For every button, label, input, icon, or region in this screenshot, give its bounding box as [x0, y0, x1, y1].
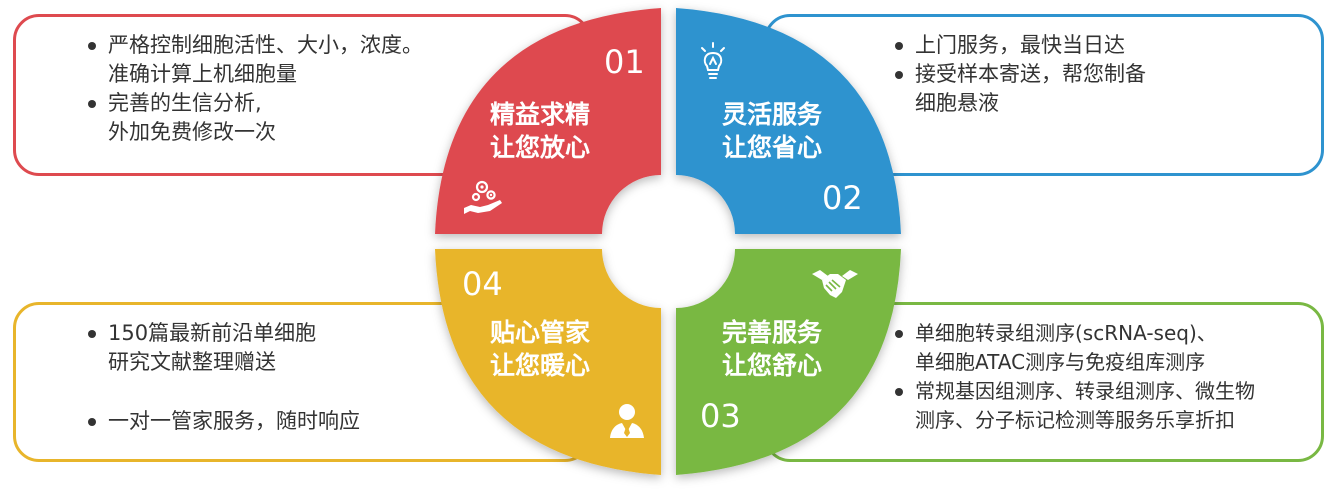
bullet-item: 一对一管家服务，随时响应 — [86, 407, 360, 436]
bullet-line: 完善的生信分析, — [108, 91, 262, 115]
title-line: 让您放心 — [490, 133, 591, 162]
quadrant-red — [435, 8, 661, 234]
bullet-list: 150篇最新前沿单细胞研究文献整理赠送 一对一管家服务，随时响应 — [86, 319, 360, 436]
quadrant-blue — [676, 8, 901, 234]
bullet-item: 上门服务，最快当日达 — [893, 31, 1146, 60]
handshake-icon — [812, 270, 858, 298]
bullet-list: 严格控制细胞活性、大小，浓度。准确计算上机细胞量 完善的生信分析, 外加免费修改一… — [86, 31, 423, 147]
bullet-item: 150篇最新前沿单细胞研究文献整理赠送 — [86, 319, 360, 377]
bullet-list: 上门服务，最快当日达 接受样本寄送，帮您制备细胞悬液 — [893, 31, 1146, 118]
bullet-line: 一对一管家服务，随时响应 — [108, 409, 360, 433]
quadrant-number-02: 02 — [822, 179, 863, 217]
bullet-line: 测序、分子标记检测等服务乐享折扣 — [915, 408, 1235, 432]
bullet-line: 外加免费修改一次 — [108, 120, 276, 144]
quadrant-green — [676, 249, 901, 475]
bullet-line: 单细胞转录组测序(scRNA-seq)、 — [915, 321, 1217, 345]
bullet-line: 单细胞ATAC测序与免疫组库测序 — [915, 350, 1206, 374]
title-line: 让您省心 — [722, 133, 823, 162]
title-line: 精益求精 — [490, 100, 591, 129]
quadrant-title-flexible: 灵活服务 让您省心 — [722, 98, 822, 164]
bullet-list: 单细胞转录组测序(scRNA-seq)、单细胞ATAC测序与免疫组库测序 常规基… — [893, 319, 1255, 435]
quadrant-title-precision: 精益求精 让您放心 — [490, 98, 590, 164]
gears-in-hand-icon — [464, 180, 502, 214]
bullet-line: 研究文献整理赠送 — [108, 350, 276, 374]
bullet-line: 常规基因组测序、转录组测序、微生物 — [915, 379, 1255, 403]
quadrant-number-03: 03 — [700, 397, 741, 435]
title-line: 让您舒心 — [722, 351, 823, 380]
bullet-line: 上门服务，最快当日达 — [915, 33, 1125, 57]
quadrant-number-04: 04 — [462, 265, 503, 303]
quadrant-title-complete: 完善服务 让您舒心 — [722, 316, 822, 382]
bullet-item: 单细胞转录组测序(scRNA-seq)、单细胞ATAC测序与免疫组库测序 — [893, 319, 1255, 377]
title-line: 灵活服务 — [722, 100, 823, 129]
quadrant-gold — [435, 249, 661, 475]
bullet-item: 接受样本寄送，帮您制备细胞悬液 — [893, 60, 1146, 118]
bullet-line: 准确计算上机细胞量 — [108, 62, 297, 86]
bullet-line: 150篇最新前沿单细胞 — [108, 321, 317, 345]
bullet-item: 常规基因组测序、转录组测序、微生物测序、分子标记检测等服务乐享折扣 — [893, 377, 1255, 435]
bullet-line: 严格控制细胞活性、大小，浓度。 — [108, 33, 423, 57]
bullet-line: 细胞悬液 — [915, 91, 999, 115]
title-line: 让您暖心 — [490, 351, 591, 380]
title-line: 贴心管家 — [490, 318, 591, 347]
lightbulb-icon — [701, 42, 725, 79]
bullet-item: 严格控制细胞活性、大小，浓度。准确计算上机细胞量 — [86, 31, 423, 89]
person-icon — [610, 404, 644, 438]
quadrant-number-01: 01 — [604, 43, 645, 81]
title-line: 完善服务 — [722, 318, 823, 347]
bullet-item: 完善的生信分析, 外加免费修改一次 — [86, 89, 423, 147]
quadrant-title-caring: 贴心管家 让您暖心 — [490, 316, 590, 382]
bullet-line: 接受样本寄送，帮您制备 — [915, 62, 1146, 86]
